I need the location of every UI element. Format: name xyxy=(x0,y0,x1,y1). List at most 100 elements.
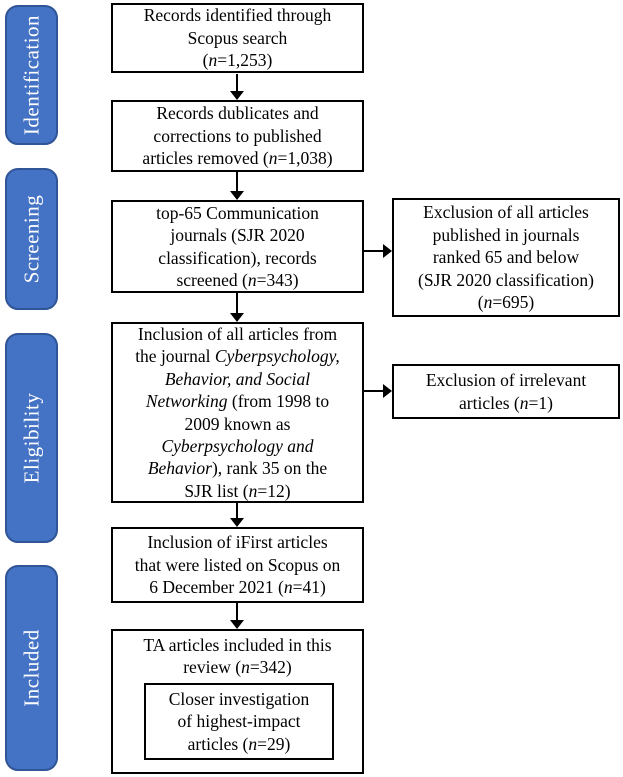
text-line: Inclusion of all articles from xyxy=(116,323,359,345)
italic-text-segment: Cyberpsychology, xyxy=(214,346,340,367)
stage-label-text: Included xyxy=(19,629,43,707)
stage-label-included: Included xyxy=(5,565,58,771)
text-segment: published in journals xyxy=(432,224,580,245)
text-segment: SJR list ( xyxy=(184,480,249,501)
text-line: screened (n=343) xyxy=(116,269,359,291)
arrow-stem xyxy=(236,503,238,519)
arrow-stem xyxy=(363,250,384,252)
right-arrow-icon xyxy=(363,384,392,398)
text-segment: that were listed on Scopus on xyxy=(134,554,341,575)
down-arrow-icon xyxy=(230,603,244,629)
text-line: journals (SJR 2020 xyxy=(116,224,359,246)
text-line: Behavior, and Social xyxy=(116,368,359,390)
text-line: Closer investigation xyxy=(149,688,329,710)
text-line: Behavior), rank 35 on the xyxy=(116,457,359,479)
text-segment: of highest-impact xyxy=(177,711,301,732)
arrow-head xyxy=(230,313,244,322)
text-segment: =1,253) xyxy=(217,50,273,71)
text-segment: articles ( xyxy=(187,733,249,754)
text-segment: Records identified through xyxy=(143,5,332,26)
text-segment: 6 December 2021 ( xyxy=(149,577,284,598)
text-line: corrections to published xyxy=(116,125,359,147)
text-line: SJR list (n=12) xyxy=(116,480,359,502)
text-line: (n=695) xyxy=(397,291,615,313)
text-line: (n=1,253) xyxy=(116,49,359,71)
text-line: top-65 Communication xyxy=(116,202,359,224)
right-arrow-icon xyxy=(363,244,392,258)
arrow-stem xyxy=(236,172,238,192)
text-line: published in journals xyxy=(397,224,615,246)
text-line: Networking (from 1998 to xyxy=(116,390,359,412)
stage-label-text: Screening xyxy=(19,194,43,284)
text-line: TA articles included in this xyxy=(116,634,359,656)
arrow-stem xyxy=(363,390,384,392)
text-segment: (from 1998 to xyxy=(227,391,330,412)
stage-label-screening: Screening xyxy=(5,168,58,310)
text-line: (SJR 2020 classification) xyxy=(397,269,615,291)
text-line: ranked 65 and below xyxy=(397,246,615,268)
text-segment: ( xyxy=(202,50,209,71)
text-segment: =12) xyxy=(257,480,291,501)
down-arrow-icon xyxy=(230,503,244,527)
text-segment: articles removed ( xyxy=(142,148,269,169)
text-line: of highest-impact xyxy=(149,710,329,732)
text-line: Exclusion of irrelevant xyxy=(397,369,615,391)
text-segment: =695) xyxy=(492,292,535,313)
down-arrow-icon xyxy=(230,293,244,322)
arrow-head xyxy=(230,620,244,629)
stage-label-text: Identification xyxy=(19,14,43,136)
italic-text-segment: n xyxy=(268,148,278,169)
italic-text-segment: n xyxy=(283,577,293,598)
text-line: that were listed on Scopus on xyxy=(116,554,359,576)
down-arrow-icon xyxy=(230,172,244,200)
stage-label-identification: Identification xyxy=(5,5,58,145)
italic-text-segment: n xyxy=(519,392,529,413)
text-segment: Closer investigation xyxy=(168,688,310,709)
arrow-head xyxy=(230,518,244,527)
italic-text-segment: n xyxy=(248,480,258,501)
stage-label-text: Eligibility xyxy=(19,392,43,484)
text-line: Cyberpsychology and xyxy=(116,435,359,457)
text-segment: ), rank 35 on the xyxy=(211,458,328,479)
text-segment: =29) xyxy=(257,733,291,754)
text-line: the journal Cyberpsychology, xyxy=(116,345,359,367)
text-line: Records dublicates and xyxy=(116,102,359,124)
text-segment: ( xyxy=(477,292,484,313)
text-segment: ranked 65 and below xyxy=(432,247,580,268)
text-segment: =1) xyxy=(528,392,553,413)
text-segment: the journal xyxy=(135,346,215,367)
italic-text-segment: n xyxy=(208,50,218,71)
italic-text-segment: Networking xyxy=(145,391,228,412)
italic-text-segment: n xyxy=(241,657,250,678)
text-line: 2009 known as xyxy=(116,413,359,435)
text-segment: review ( xyxy=(183,657,242,678)
text-segment: corrections to published xyxy=(153,125,322,146)
arrow-stem xyxy=(236,293,238,314)
text-line: articles (n=29) xyxy=(149,733,329,755)
text-line: Scopus search xyxy=(116,27,359,49)
text-segment: (SJR 2020 classification) xyxy=(418,269,594,290)
text-segment: Inclusion of all articles from xyxy=(137,323,338,344)
text-segment: Scopus search xyxy=(187,27,288,48)
text-line: articles (n=1) xyxy=(397,392,615,414)
arrow-stem xyxy=(236,74,238,92)
text-line: articles removed (n=1,038) xyxy=(116,147,359,169)
text-line: Records identified through xyxy=(116,4,359,26)
text-segment: =41) xyxy=(292,577,326,598)
text-segment: classification), records xyxy=(158,247,317,268)
text-line: 6 December 2021 (n=41) xyxy=(116,576,359,598)
text-segment: top-65 Communication xyxy=(156,202,319,223)
arrow-head xyxy=(230,91,244,100)
text-segment: Exclusion of irrelevant xyxy=(425,370,587,391)
text-line: classification), records xyxy=(116,247,359,269)
arrow-head xyxy=(383,384,392,398)
arrow-head xyxy=(230,191,244,200)
text-segment: 2009 known as xyxy=(184,413,291,434)
